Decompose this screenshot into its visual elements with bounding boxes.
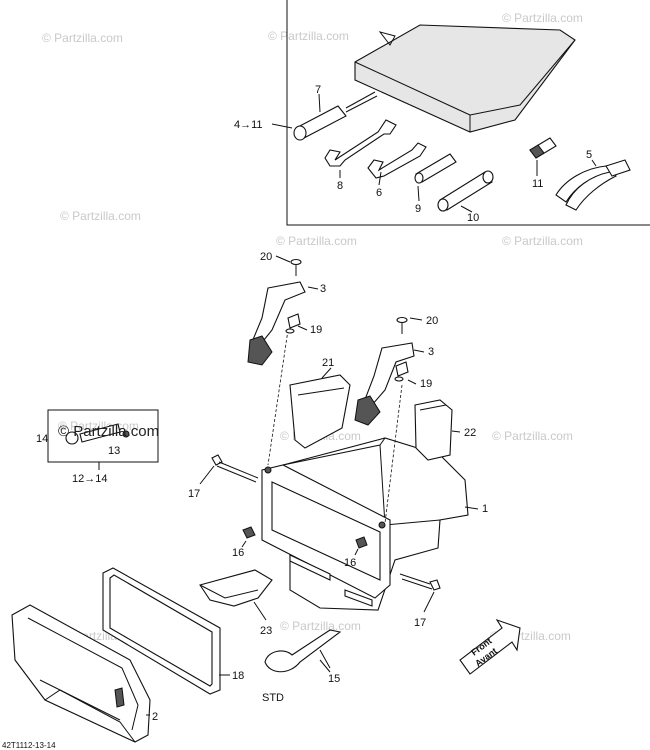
callout-18: 18 xyxy=(232,670,244,682)
toolkit-leaders xyxy=(271,93,597,213)
spark-plug-tool-11 xyxy=(529,137,557,159)
callout-2: 2 xyxy=(152,711,158,723)
callout-19-right: 19 xyxy=(420,378,432,390)
main-leaders xyxy=(146,255,479,716)
wrench-6 xyxy=(367,142,427,179)
callout-11: 11 xyxy=(532,178,543,190)
socket-10 xyxy=(437,170,494,212)
pad-23 xyxy=(199,569,273,607)
watermark: © Partzilla.com xyxy=(502,234,583,248)
callout-15: 15 xyxy=(328,673,340,685)
watermark: © Partzilla.com xyxy=(280,619,361,633)
callout-4-11: 4→11 xyxy=(234,119,263,131)
figure-code: 42T1112-13-14 xyxy=(2,741,56,750)
callout-16-left: 16 xyxy=(232,547,244,559)
watermark: © Partzilla.com xyxy=(276,234,357,248)
callout-3-left: 3 xyxy=(320,283,326,295)
callout-7: 7 xyxy=(315,84,321,96)
pliers-5 xyxy=(555,159,631,211)
callout-5: 5 xyxy=(586,149,592,161)
nut-16-right xyxy=(355,536,368,549)
callout-21: 21 xyxy=(322,357,334,369)
inset-lock-kit xyxy=(47,409,159,470)
callout-17-right: 17 xyxy=(414,617,426,629)
screw-20-right xyxy=(396,316,408,334)
callout-14: 14 xyxy=(36,433,48,445)
pad-22 xyxy=(414,399,453,461)
callout-3-right: 3 xyxy=(428,346,434,358)
watermark: © Partzilla.com xyxy=(492,429,573,443)
callout-9: 9 xyxy=(415,203,421,215)
socket-9 xyxy=(414,153,457,184)
pad-21 xyxy=(289,374,351,449)
watermark: © Partzilla.com xyxy=(268,29,349,43)
storage-box xyxy=(261,437,469,611)
watermark: © Partzilla.com xyxy=(42,31,123,45)
watermark-large: © Partzilla.com xyxy=(58,423,159,440)
callout-6: 6 xyxy=(376,187,382,199)
screwdriver xyxy=(293,91,378,141)
screw-20-left xyxy=(290,258,302,276)
callout-17-left: 17 xyxy=(188,488,200,500)
bolt-17-right xyxy=(399,573,441,591)
bolt-17-left xyxy=(211,454,259,483)
wrench-8 xyxy=(324,119,397,167)
watermark: © Partzilla.com xyxy=(60,209,141,223)
callout-19-left: 19 xyxy=(310,324,322,336)
callout-23: 23 xyxy=(260,625,272,637)
gasket-18 xyxy=(102,567,221,695)
std-label: STD xyxy=(262,692,284,704)
hook-15 xyxy=(264,629,342,673)
tool-bag xyxy=(354,24,576,133)
toolkit-frame xyxy=(286,0,650,226)
callout-12-14: 12→14 xyxy=(72,473,107,485)
nut-16-left xyxy=(242,526,256,539)
callout-20-left: 20 xyxy=(260,251,272,263)
nut-19-right xyxy=(394,361,409,382)
nut-19-left xyxy=(285,313,301,334)
callout-8: 8 xyxy=(337,180,343,192)
strap-3-right xyxy=(354,342,415,524)
callout-13: 13 xyxy=(108,445,120,457)
lid-2 xyxy=(11,604,151,743)
watermark: © Partzilla.com xyxy=(502,11,583,25)
callout-20-right: 20 xyxy=(426,315,438,327)
callout-1: 1 xyxy=(482,503,488,515)
callout-16-right: 16 xyxy=(344,557,356,569)
strap-3-left xyxy=(247,281,306,466)
callout-10: 10 xyxy=(467,212,479,224)
callout-22: 22 xyxy=(464,427,476,439)
